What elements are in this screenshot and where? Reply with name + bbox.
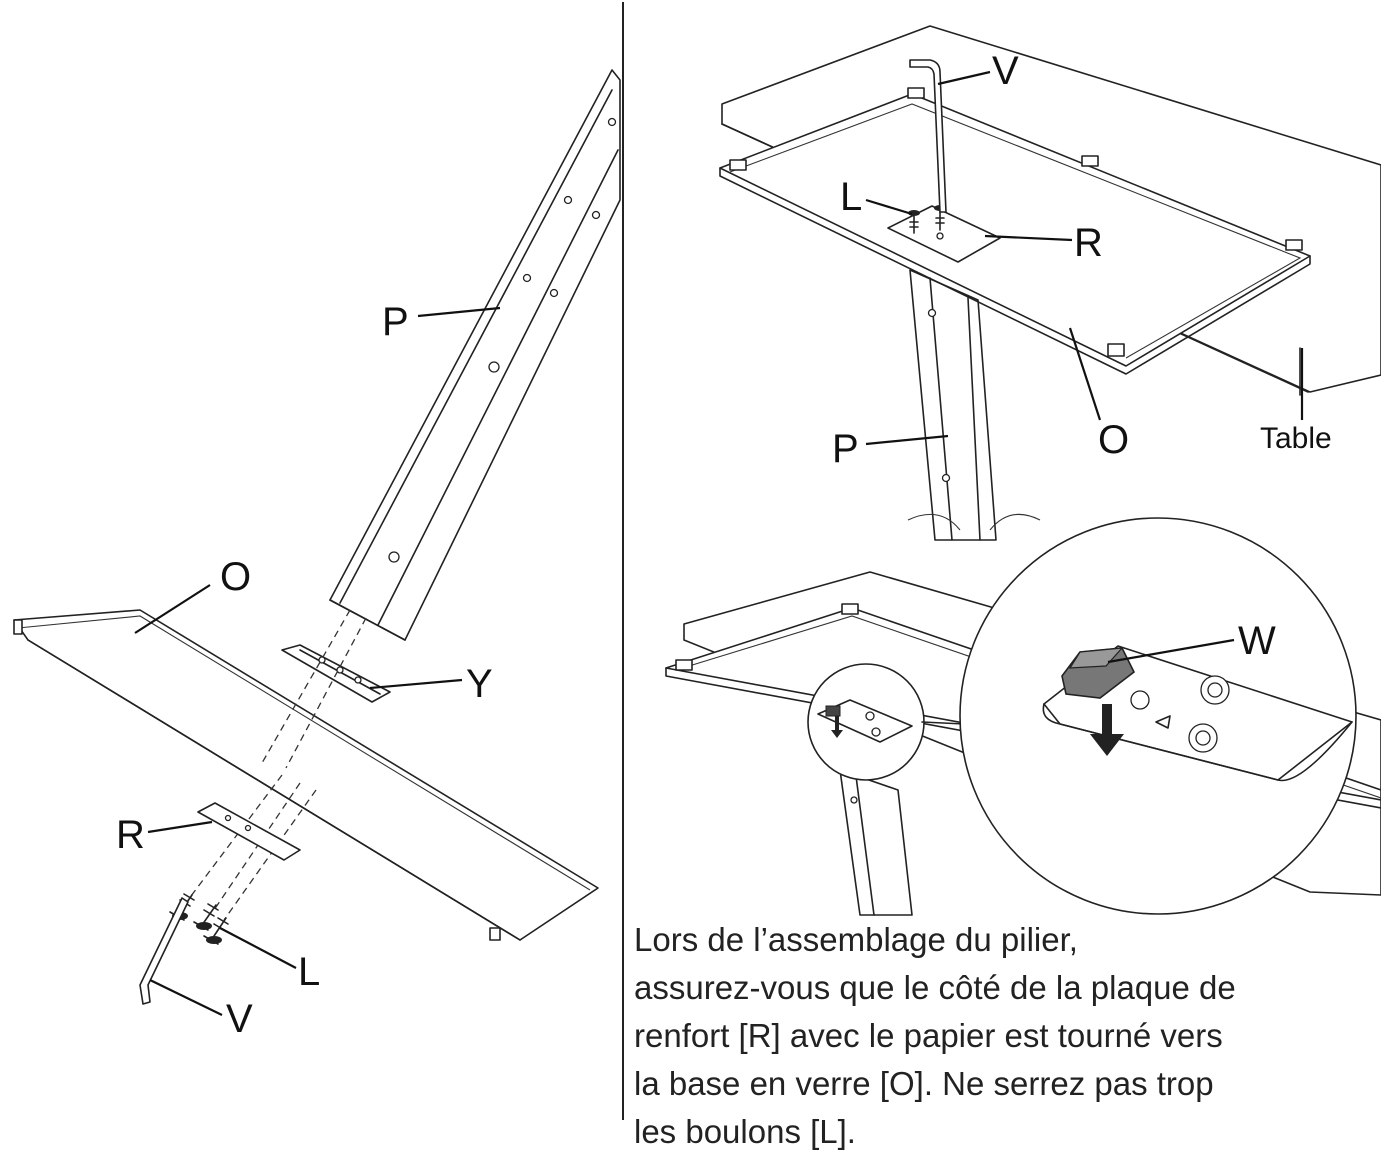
alignment-dashes-left bbox=[187, 609, 367, 921]
leader-l-top bbox=[865, 198, 913, 216]
label-o-left: O bbox=[220, 555, 251, 599]
top-right-assembled-view: V L R O P Table bbox=[719, 25, 1381, 541]
leader-w bbox=[1107, 638, 1235, 664]
label-r-left: R bbox=[116, 813, 145, 857]
magnify-connector bbox=[921, 721, 965, 725]
label-o-top: O bbox=[1098, 418, 1129, 462]
instruction-line: la base en verre [O]. Ne serrez pas trop bbox=[634, 1065, 1214, 1102]
label-v-top: V bbox=[992, 49, 1019, 93]
instruction-line: les boulons [L]. bbox=[634, 1113, 856, 1150]
pillar-p-top bbox=[907, 269, 1041, 541]
label-y: Y bbox=[466, 662, 493, 706]
instruction-line: assurez-vous que le côté de la plaque de bbox=[634, 969, 1236, 1006]
label-v-left: V bbox=[226, 997, 253, 1041]
reinforcement-plate-r-left bbox=[197, 802, 301, 861]
leader-y bbox=[369, 678, 463, 690]
leader-l-left bbox=[219, 927, 297, 969]
left-exploded-view: P O Y R L V bbox=[13, 69, 621, 1041]
label-l-left: L bbox=[298, 950, 320, 994]
leader-o-top bbox=[1068, 327, 1102, 421]
label-table: Table bbox=[1260, 422, 1332, 455]
glass-base-o-top bbox=[719, 87, 1311, 375]
leader-v-left bbox=[149, 979, 223, 1016]
label-w: W bbox=[1238, 619, 1276, 663]
hex-key-v-top bbox=[909, 59, 947, 213]
label-p-top: P bbox=[832, 427, 859, 471]
leader-p-left bbox=[417, 306, 501, 318]
instruction-line: Lors de l’assemblage du pilier, bbox=[634, 921, 1078, 958]
magnified-detail-circle bbox=[959, 517, 1357, 915]
label-l-top: L bbox=[840, 175, 862, 219]
leader-r-top bbox=[984, 234, 1073, 242]
instruction-text: Lors de l’assemblage du pilier, assurez-… bbox=[634, 916, 1374, 1156]
leader-p-top bbox=[865, 434, 949, 446]
small-detail-circle bbox=[807, 663, 925, 781]
glass-base-o-left bbox=[13, 609, 599, 941]
instruction-line: renfort [R] avec le papier est tourné ve… bbox=[634, 1017, 1223, 1054]
hex-key-v-left bbox=[139, 897, 189, 1005]
label-r-top: R bbox=[1074, 221, 1103, 265]
pillar-p-left bbox=[329, 69, 621, 641]
bottom-right-detail-view: W bbox=[665, 517, 1381, 916]
label-p-left: P bbox=[382, 300, 409, 344]
leader-v-top bbox=[937, 70, 991, 86]
leader-r-left bbox=[147, 820, 213, 834]
leader-o-left bbox=[134, 584, 211, 634]
